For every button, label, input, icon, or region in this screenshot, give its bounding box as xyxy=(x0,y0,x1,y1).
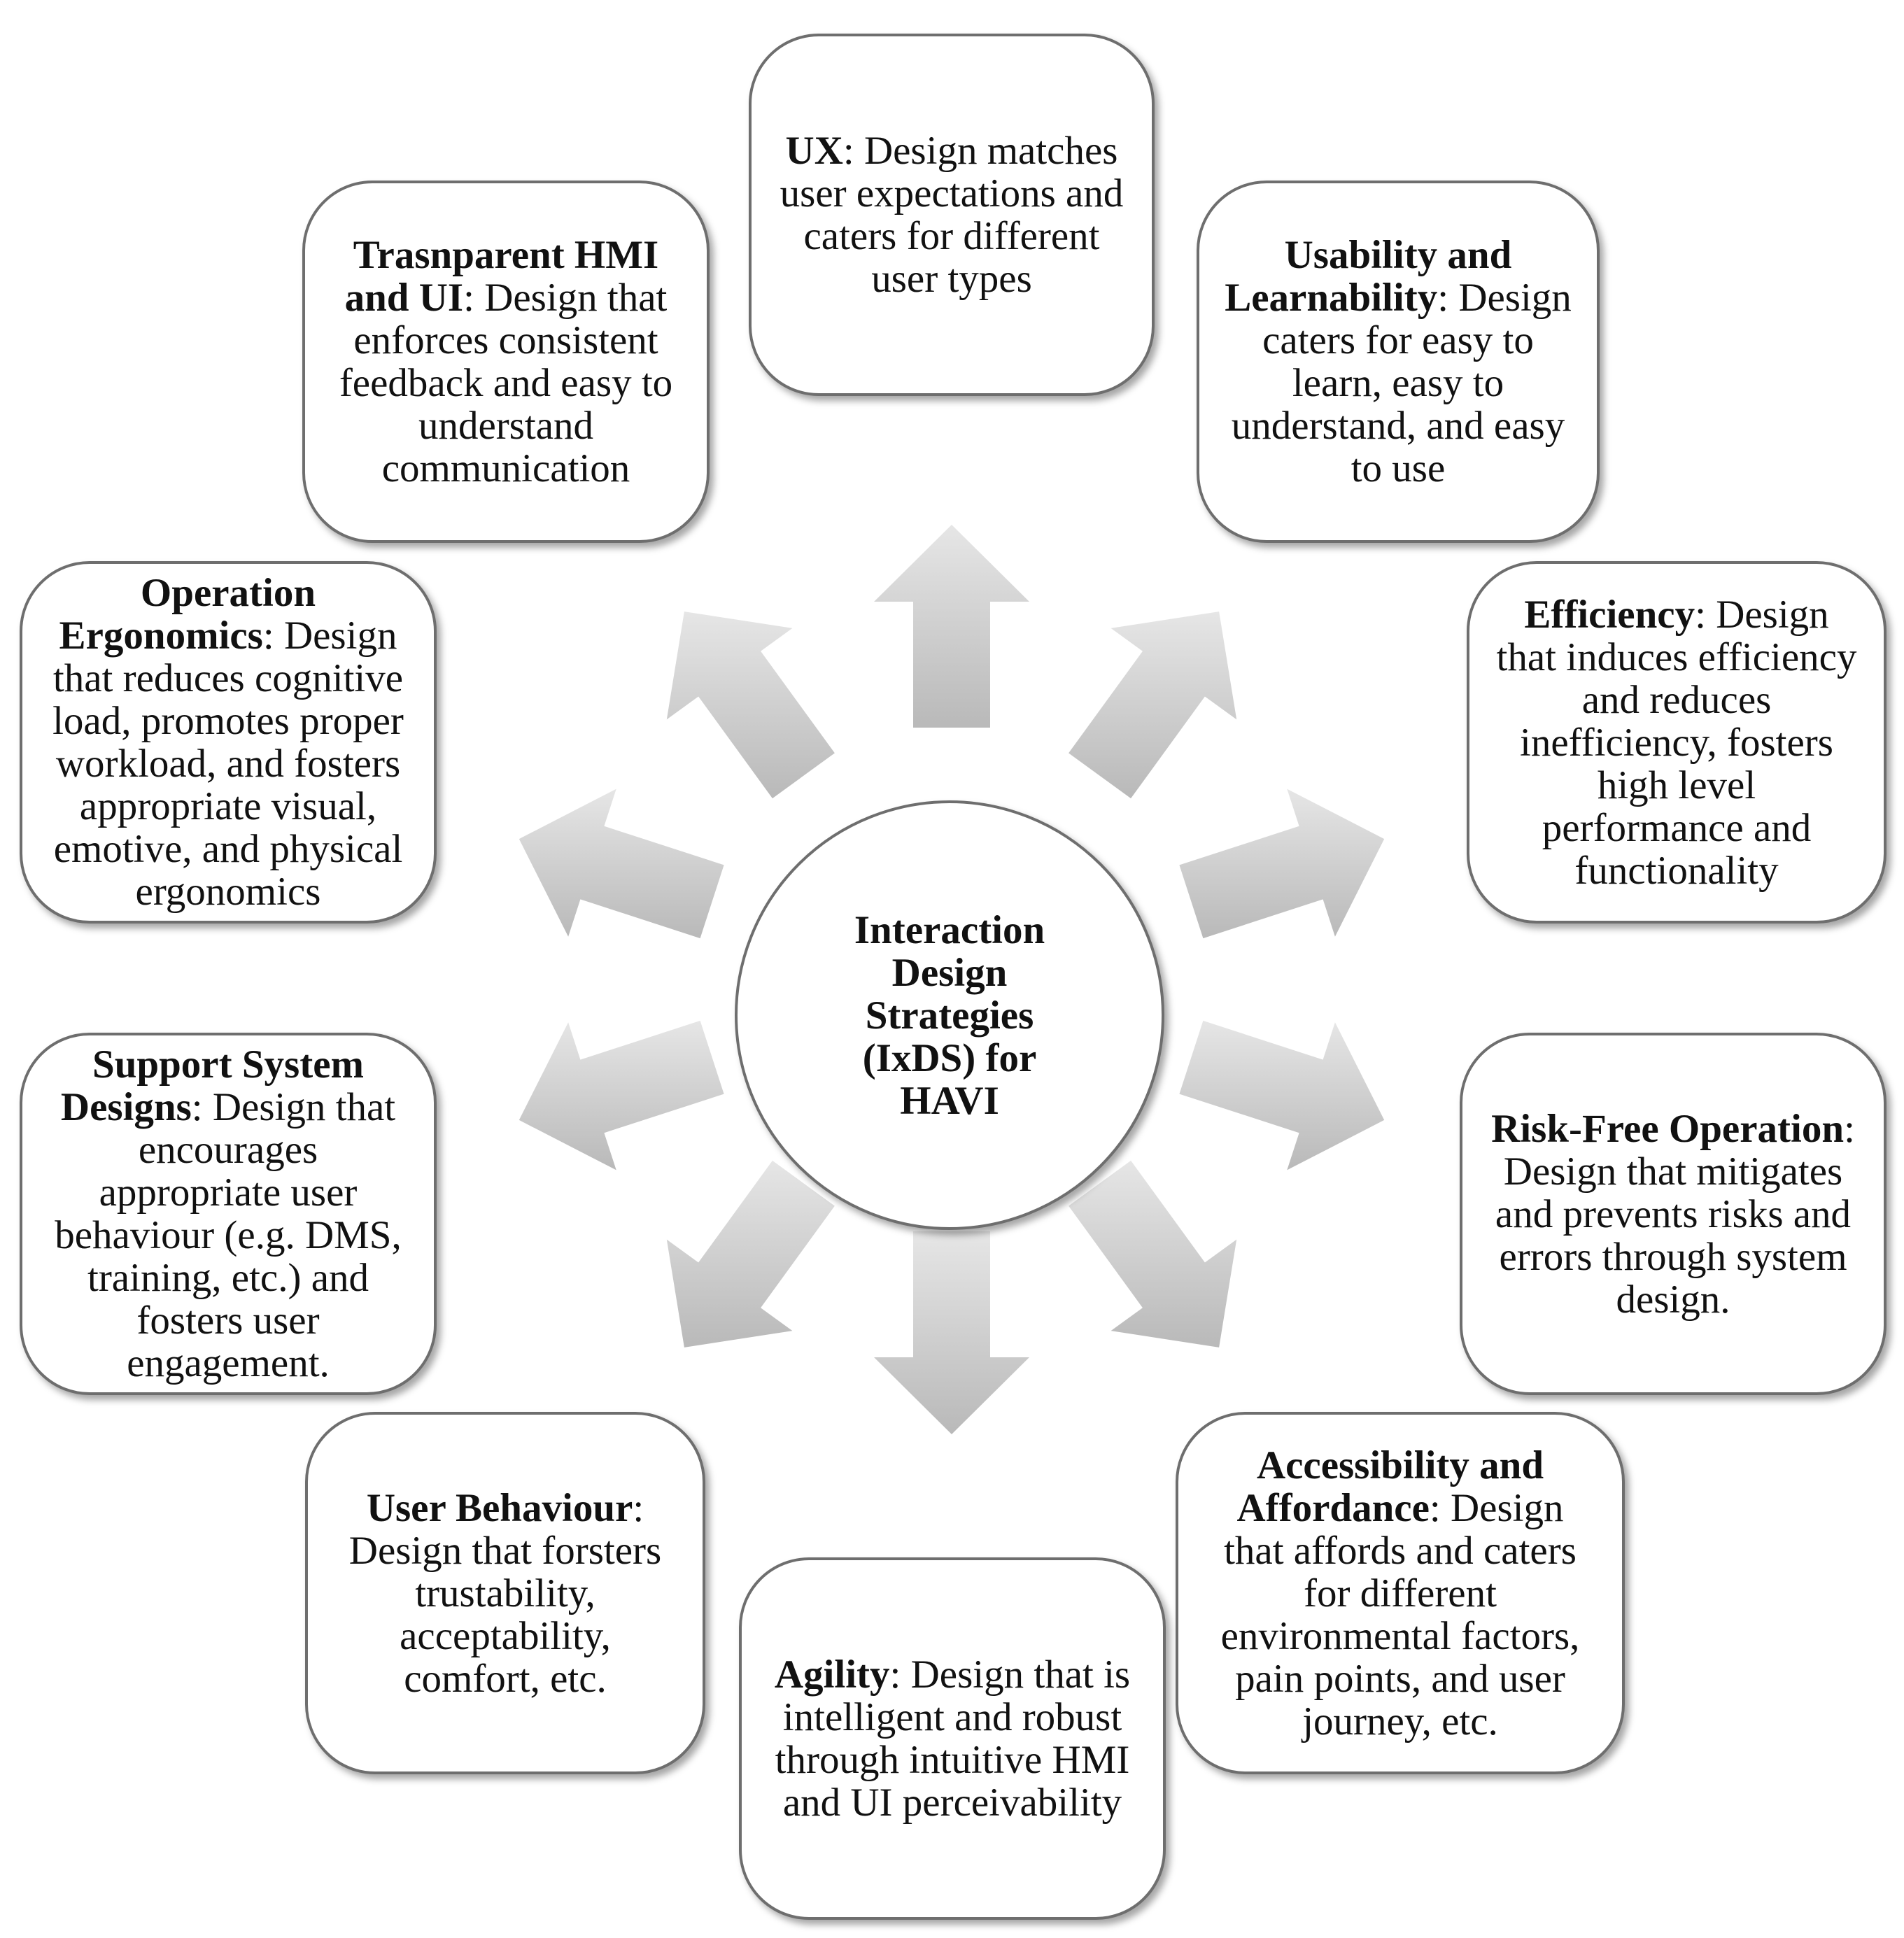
box-operation-ergonomics: Operation Ergonomics: Design that reduce… xyxy=(20,561,437,924)
box-usability: Usability and Learnability: Design cater… xyxy=(1197,181,1600,543)
box-accessibility: Accessibility and Affordance: Design tha… xyxy=(1176,1412,1625,1774)
box-support-system-text: Support System Designs: Design that enco… xyxy=(55,1042,402,1385)
arrow-left-up xyxy=(519,788,724,939)
arrow-up-left xyxy=(666,611,835,799)
box-operation-ergonomics-text: Operation Ergonomics: Design that reduce… xyxy=(52,571,404,914)
center-title: Interaction Design Strategies (IxDS) for… xyxy=(854,907,1045,1123)
box-user-behaviour-text: User Behaviour: Design that forsters tru… xyxy=(348,1485,662,1701)
box-transparent-hmi: Trasnparent HMI and UI: Design that enfo… xyxy=(302,181,710,543)
arrow-down-right xyxy=(1069,1160,1237,1348)
arrow-down xyxy=(874,1231,1029,1434)
box-support-system: Support System Designs: Design that enco… xyxy=(20,1033,437,1395)
box-ux: UX: Design matches user expectations and… xyxy=(749,34,1155,396)
center-circle: Interaction Design Strategies (IxDS) for… xyxy=(735,800,1164,1230)
box-user-behaviour: User Behaviour: Design that forsters tru… xyxy=(305,1412,705,1774)
arrow-right-up xyxy=(1179,788,1385,939)
box-efficiency: Efficiency: Design that induces efficien… xyxy=(1467,561,1887,924)
arrow-left-down xyxy=(519,1020,724,1170)
arrow-up xyxy=(874,525,1029,728)
box-ux-text: UX: Design matches user expectations and… xyxy=(780,129,1124,301)
arrow-up-right xyxy=(1069,611,1237,799)
box-transparent-hmi-text: Trasnparent HMI and UI: Design that enfo… xyxy=(339,233,673,490)
box-accessibility-text: Accessibility and Affordance: Design tha… xyxy=(1220,1443,1580,1744)
box-efficiency-text: Efficiency: Design that induces efficien… xyxy=(1496,592,1857,893)
arrow-right-down xyxy=(1179,1020,1385,1170)
box-risk-free: Risk-Free Operation: Design that mitigat… xyxy=(1460,1033,1887,1395)
box-agility: Agility: Design that is intelligent and … xyxy=(739,1557,1166,1920)
box-usability-text: Usability and Learnability: Design cater… xyxy=(1225,233,1572,490)
arrow-down-left xyxy=(666,1160,835,1348)
box-risk-free-text: Risk-Free Operation: Design that mitigat… xyxy=(1491,1106,1855,1322)
box-agility-text: Agility: Design that is intelligent and … xyxy=(774,1653,1131,1825)
